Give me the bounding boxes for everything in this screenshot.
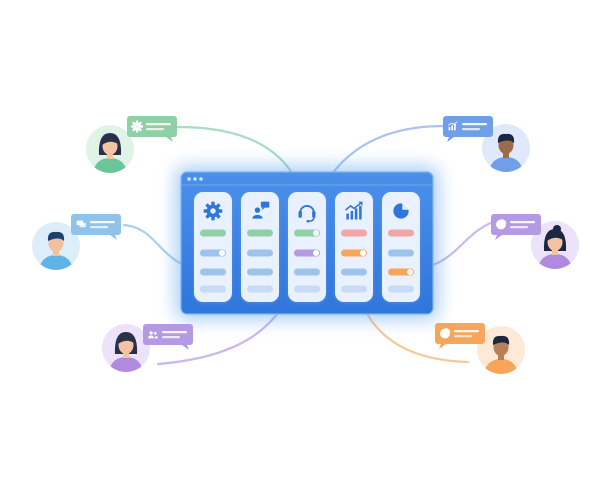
board-column[interactable] — [335, 192, 373, 302]
status-pill — [341, 229, 367, 237]
gear-icon — [130, 120, 144, 133]
pie-chart-icon — [393, 202, 410, 219]
speech-bubble — [71, 214, 121, 240]
status-pill — [294, 268, 320, 276]
text-placeholder-line — [462, 128, 480, 131]
status-pill — [341, 249, 367, 257]
bar-chart-icon — [447, 121, 458, 131]
text-placeholder-line — [162, 331, 187, 334]
status-pill — [200, 229, 226, 237]
board-column[interactable] — [382, 192, 420, 302]
growth-chart-icon — [345, 201, 363, 220]
speech-bubble — [491, 214, 541, 240]
toggle-knob[interactable] — [219, 250, 225, 256]
person-middle-right[interactable] — [491, 214, 579, 273]
text-placeholder-line — [462, 123, 487, 126]
status-pill — [247, 229, 273, 237]
text-placeholder-line — [146, 123, 171, 126]
speech-bubble — [127, 116, 177, 142]
status-pill — [247, 249, 273, 257]
avatar — [531, 221, 579, 269]
status-pill — [388, 285, 414, 293]
status-pill — [341, 285, 367, 293]
board-column[interactable] — [194, 192, 232, 302]
status-pill — [388, 229, 414, 237]
window-dot — [199, 177, 203, 181]
pie-chart-icon — [496, 219, 507, 230]
board-column[interactable] — [241, 192, 279, 302]
avatar — [102, 324, 150, 372]
text-placeholder-line — [510, 226, 528, 229]
status-pill — [388, 249, 414, 257]
avatar — [86, 125, 134, 173]
person-bottom-right[interactable] — [435, 323, 525, 378]
text-placeholder-line — [454, 335, 472, 338]
toggle-knob[interactable] — [360, 250, 366, 256]
person-middle-left[interactable] — [32, 214, 121, 274]
speech-bubble — [443, 116, 493, 142]
speech-bubble — [143, 324, 193, 350]
status-pill — [388, 268, 414, 276]
status-pill — [200, 249, 226, 257]
group-icon — [148, 331, 158, 339]
status-pill — [247, 268, 273, 276]
text-placeholder-line — [454, 330, 479, 333]
status-pill — [200, 268, 226, 276]
status-pill — [294, 249, 320, 257]
toggle-knob[interactable] — [313, 250, 319, 256]
chat-person-icon — [252, 201, 270, 219]
headset-icon — [298, 204, 316, 223]
text-placeholder-line — [510, 221, 535, 224]
pie-chart-icon — [440, 328, 451, 339]
speech-bubble — [435, 323, 485, 349]
text-placeholder-line — [146, 128, 164, 131]
person-bottom-left[interactable] — [102, 324, 193, 376]
board-column[interactable] — [288, 192, 326, 302]
status-pill — [247, 285, 273, 293]
status-pill — [200, 285, 226, 293]
gear-icon — [203, 201, 223, 221]
window-dot — [193, 177, 197, 181]
text-placeholder-line — [162, 336, 180, 339]
status-pill — [294, 229, 320, 237]
status-pill — [294, 285, 320, 293]
person-top-right[interactable] — [443, 116, 530, 176]
app-window — [176, 167, 438, 319]
toggle-knob[interactable] — [313, 230, 319, 236]
status-pill — [341, 268, 367, 276]
window-dot — [187, 177, 191, 181]
person-top-left[interactable] — [86, 116, 177, 177]
text-placeholder-line — [90, 221, 115, 224]
text-placeholder-line — [90, 226, 108, 229]
toggle-knob[interactable] — [407, 269, 413, 275]
chat-icon — [76, 220, 86, 228]
